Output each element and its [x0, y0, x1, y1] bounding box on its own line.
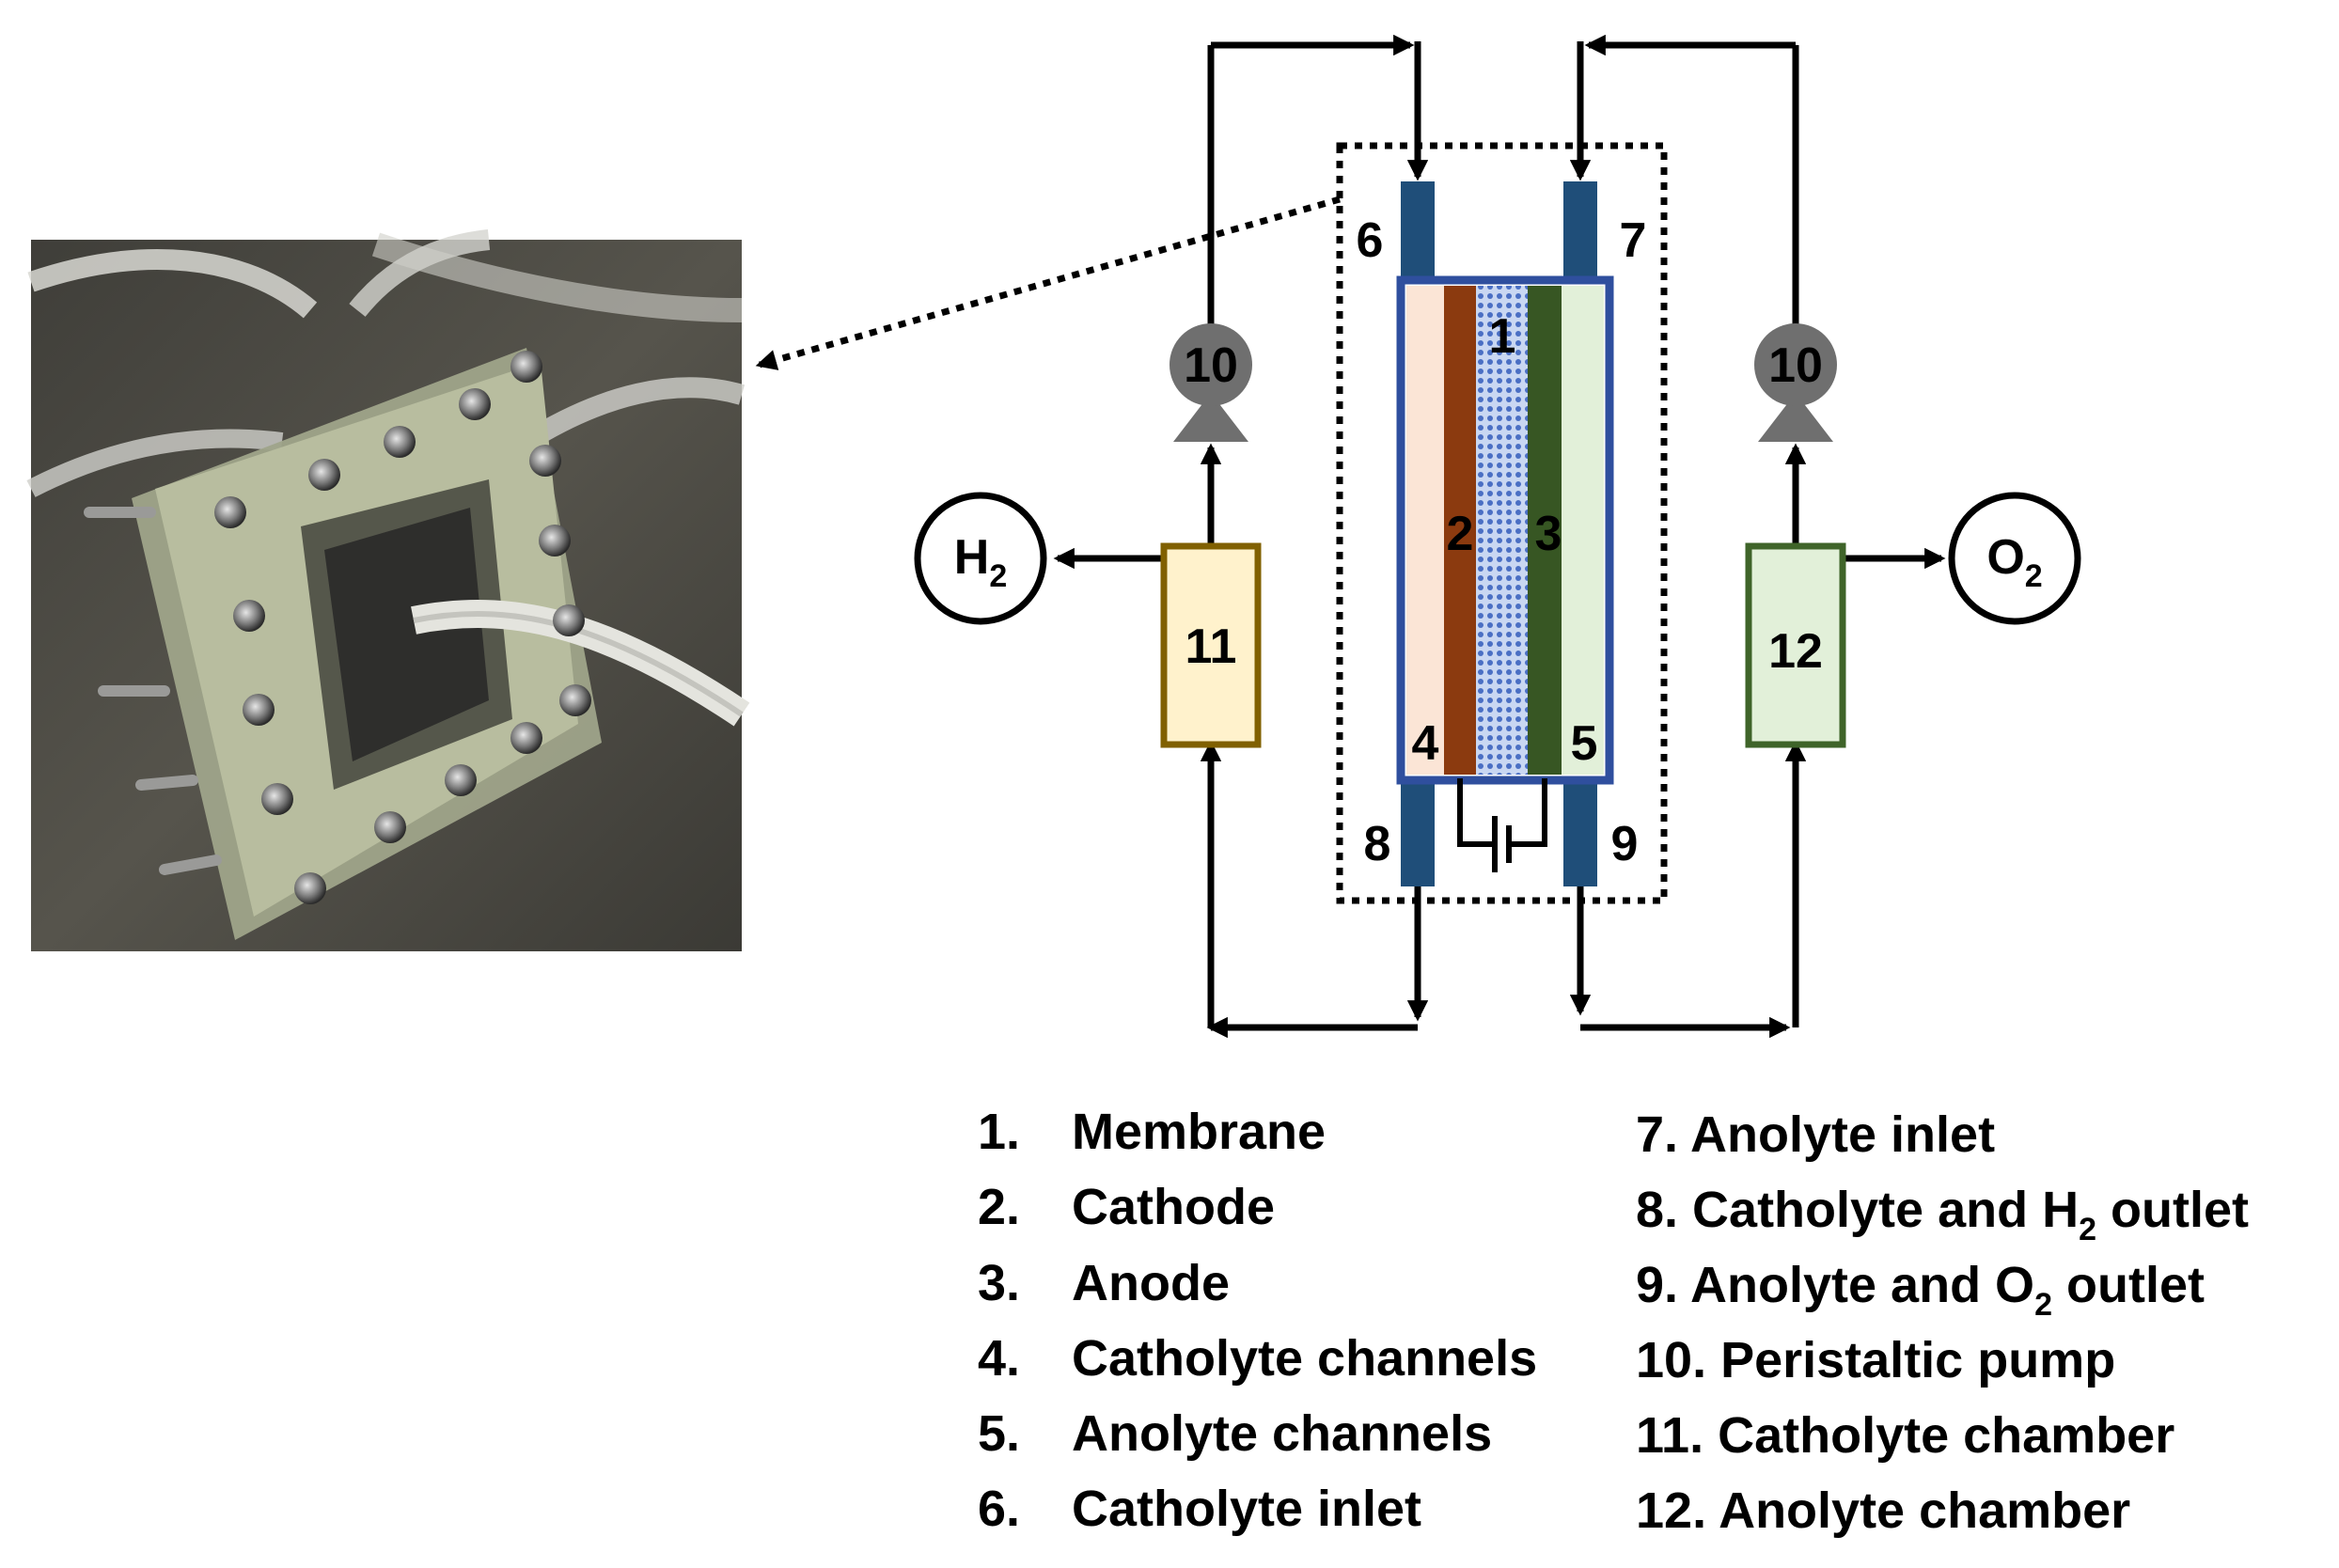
label-anolyte-chamber: 12	[1768, 624, 1823, 679]
bolt	[445, 764, 477, 796]
legend-text: Cathode	[1072, 1179, 1275, 1235]
legend-item: 7. Anolyte inlet	[1636, 1106, 1995, 1163]
anolyte-channel	[1562, 286, 1604, 775]
bolt	[294, 872, 326, 904]
catholyte-outlet-port	[1401, 778, 1435, 886]
bolt	[529, 445, 561, 477]
legend-num: 5.	[978, 1405, 1020, 1462]
peristaltic-pump-left	[1170, 323, 1252, 442]
legend-text: Anode	[1072, 1255, 1230, 1311]
cell-photo	[26, 229, 750, 951]
bolt	[214, 496, 246, 528]
tube	[371, 232, 743, 322]
legend-left: 1. Membrane 2. Cathode 3. Anode 4. Catho…	[978, 1104, 1537, 1537]
bolt	[539, 525, 571, 557]
peristaltic-pump-right	[1754, 323, 1837, 442]
bolt	[510, 722, 542, 754]
legend-num: 2.	[978, 1179, 1020, 1235]
catholyte-inlet-port	[1401, 181, 1435, 285]
label-cathode: 2	[1447, 507, 1474, 561]
label-membrane: 1	[1489, 309, 1516, 364]
zoom-callout-line	[755, 196, 1341, 370]
label-catholyte-outlet: 8	[1364, 817, 1391, 871]
legend-text: Catholyte channels	[1072, 1330, 1537, 1387]
label-catholyte-inlet: 6	[1357, 213, 1384, 268]
legend-right: 7. Anolyte inlet 8. Catholyte and H2 out…	[1636, 1106, 2249, 1539]
label-pump-right: 10	[1768, 338, 1823, 393]
label-catholyte-channels: 4	[1412, 716, 1439, 771]
tube	[521, 377, 746, 451]
legend-text: Catholyte inlet	[1072, 1481, 1421, 1537]
bolt	[233, 600, 265, 632]
bolt	[553, 604, 585, 636]
legend-num: 6.	[978, 1481, 1020, 1537]
bolt	[510, 351, 542, 383]
legend-num: 1.	[978, 1104, 1020, 1160]
legend-item: 12. Anolyte chamber	[1636, 1482, 2130, 1539]
catholyte-chamber	[1160, 542, 1262, 748]
legend-num: 4.	[978, 1330, 1020, 1387]
bolt	[308, 459, 340, 491]
label-anolyte-outlet: 9	[1611, 817, 1639, 871]
battery-symbol	[1457, 778, 1547, 872]
label-catholyte-chamber: 11	[1185, 619, 1237, 674]
h2-gas-circle	[914, 492, 1047, 625]
bolt	[261, 783, 293, 815]
label-anode: 3	[1535, 507, 1562, 561]
catholyte-channel	[1406, 286, 1444, 775]
label-anolyte-inlet: 7	[1620, 213, 1647, 268]
anode	[1528, 286, 1562, 775]
cathode	[1444, 286, 1476, 775]
tube	[27, 249, 318, 319]
catholyte-loop	[1053, 34, 1429, 1039]
legend-item: 11. Catholyte chamber	[1636, 1407, 2174, 1464]
legend-item: 8. Catholyte and H2 outlet	[1636, 1182, 2249, 1247]
membrane	[1476, 286, 1528, 775]
bolt	[374, 811, 406, 843]
anolyte-loop	[1569, 34, 1946, 1039]
label-pump-left: 10	[1184, 338, 1238, 393]
electrode-window	[324, 508, 489, 761]
cell-bolts	[214, 351, 591, 904]
legend-item: 9. Anolyte and O2 outlet	[1636, 1257, 2205, 1323]
legend-num: 3.	[978, 1255, 1020, 1311]
anolyte-outlet-port	[1563, 778, 1597, 886]
cell-boundary	[1336, 142, 1668, 904]
tube	[26, 429, 284, 497]
bolt	[243, 694, 275, 726]
legend-text: Membrane	[1072, 1104, 1326, 1160]
anolyte-inlet-port	[1563, 181, 1597, 285]
o2-gas-circle	[1948, 492, 2081, 625]
bolt	[459, 388, 491, 420]
legend-item: 10. Peristaltic pump	[1636, 1332, 2115, 1388]
bolt	[559, 684, 591, 716]
o2-label: O2	[1986, 530, 2042, 594]
anolyte-chamber	[1745, 542, 1846, 748]
legend-text: Anolyte channels	[1072, 1405, 1492, 1462]
h2-label: H2	[954, 530, 1007, 594]
label-anolyte-channels: 5	[1571, 716, 1598, 771]
cell-pins	[84, 507, 222, 875]
bolt	[384, 426, 416, 458]
